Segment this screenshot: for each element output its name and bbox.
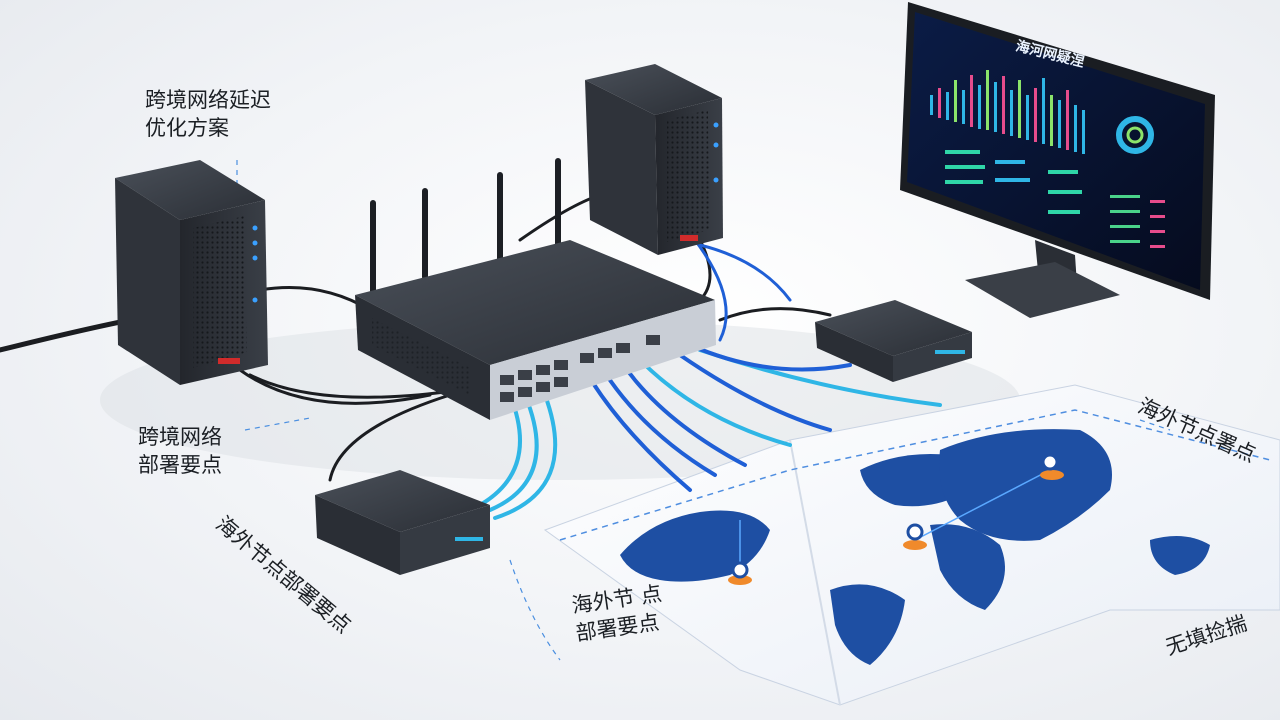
- dashboard-bar-chart: [930, 70, 1085, 154]
- map-continent-asia: [939, 429, 1112, 541]
- dashboard-progress-bars: [945, 150, 1082, 214]
- label-line: 跨境网络延迟: [145, 88, 271, 112]
- antenna: [555, 158, 561, 250]
- dashboard-ring-gauge: [1116, 116, 1154, 154]
- map-continent-north-america: [620, 510, 770, 582]
- server-tower-left: [115, 160, 268, 385]
- map-continent-south-america: [830, 584, 905, 665]
- map-continent-australia: [1150, 536, 1210, 575]
- main-router: [355, 158, 716, 420]
- map-pin: [903, 523, 927, 550]
- network-cables: [0, 193, 942, 520]
- server-tower-right: [585, 64, 723, 255]
- antenna: [370, 200, 376, 295]
- label-line: 优化方案: [145, 116, 229, 140]
- gateway-box-right: [815, 300, 972, 382]
- dashboard-list: [1110, 195, 1165, 248]
- label-middle-left: 跨境网络 部署要点: [138, 423, 222, 479]
- label-top-left: 跨境网络延迟 优化方案: [145, 86, 271, 142]
- gateway-box-left: [315, 470, 490, 575]
- ethernet-ports: [500, 335, 660, 402]
- guide-lines: [236, 160, 1171, 661]
- antenna: [497, 172, 503, 262]
- antenna: [422, 188, 428, 280]
- label-line: 部署要点: [138, 453, 222, 477]
- world-map: [543, 384, 1280, 706]
- map-pin: [1040, 453, 1064, 480]
- map-continent-africa: [930, 524, 1005, 610]
- label-line: 跨境网络: [138, 425, 222, 449]
- dashboard-monitor: 海河网疑涅: [900, 2, 1215, 318]
- map-pin: [728, 561, 752, 585]
